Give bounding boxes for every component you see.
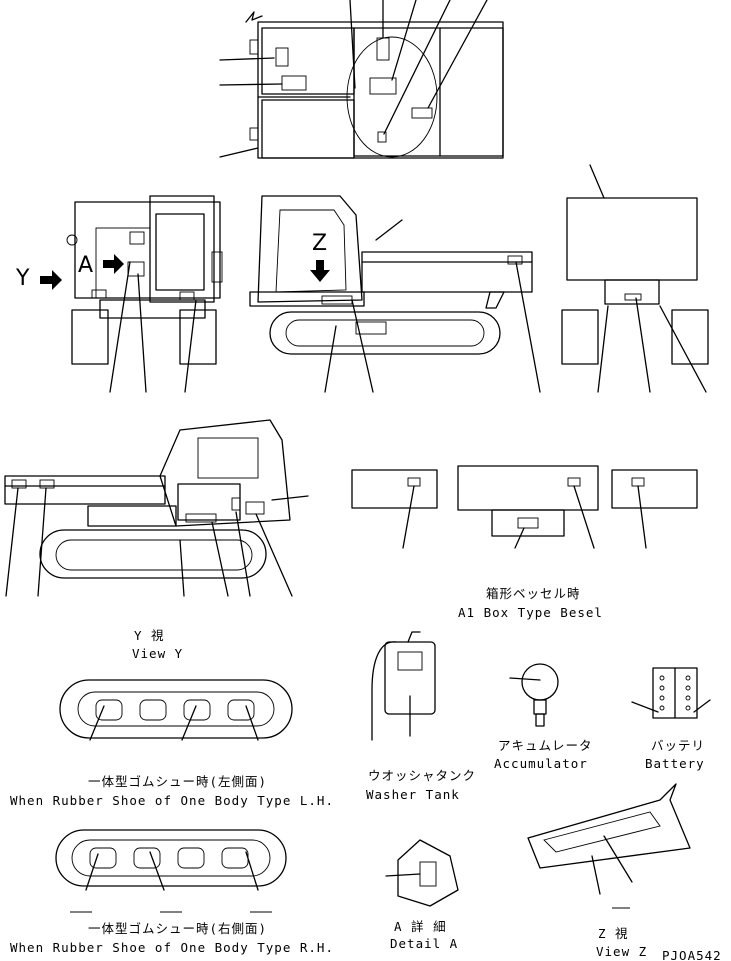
caption-rubber-lh-en: When Rubber Shoe of One Body Type L.H. xyxy=(10,793,334,808)
caption-washer-tank-jp: ウオッシャタンク xyxy=(368,768,476,783)
accumulator xyxy=(509,663,559,727)
caption-accumulator-en: Accumulator xyxy=(494,756,588,771)
caption-battery-en: Battery xyxy=(645,756,705,771)
marker-z: Z xyxy=(312,231,327,256)
caption-box-type-jp: 箱形ベッセル時 xyxy=(486,586,581,601)
caption-detail-a-en: Detail A xyxy=(390,936,458,951)
caption-view-y-en: View Y xyxy=(132,646,183,661)
caption-detail-a-jp: A 詳 細 xyxy=(394,919,447,934)
rear-view xyxy=(561,164,709,393)
marker-a: A xyxy=(78,253,93,278)
caption-view-z-en: View Z xyxy=(596,944,647,959)
drawing-id: PJOA542 xyxy=(662,948,722,961)
detail-a xyxy=(385,839,459,907)
box-type-vessel xyxy=(351,465,698,549)
battery xyxy=(631,667,711,719)
side-view-left: Z xyxy=(249,195,541,393)
caption-view-y-jp: Y 視 xyxy=(134,628,165,643)
captions: 箱形ベッセル時 A1 Box Type Besel Y 視 View Y ウオッ… xyxy=(10,586,722,961)
view-z xyxy=(527,783,691,909)
caption-accumulator-jp: アキュムレータ xyxy=(498,738,593,753)
front-view: Y A xyxy=(15,195,223,393)
caption-view-z-jp: Z 視 xyxy=(598,926,629,941)
caption-rubber-rh-jp: 一体型ゴムシュー時(右側面) xyxy=(88,921,267,936)
caption-washer-tank-en: Washer Tank xyxy=(366,787,460,802)
caption-rubber-rh-en: When Rubber Shoe of One Body Type R.H. xyxy=(10,940,334,955)
view-y-side xyxy=(4,419,309,597)
caption-box-type-en: A1 Box Type Besel xyxy=(458,605,603,620)
top-view xyxy=(219,0,504,159)
rubber-shoe-rh xyxy=(55,829,287,913)
caption-battery-jp: バッテリ xyxy=(651,738,705,753)
washer-tank xyxy=(371,631,436,741)
marker-y: Y xyxy=(15,266,30,291)
caption-rubber-lh-jp: 一体型ゴムシュー時(左側面) xyxy=(88,774,267,789)
rubber-shoe-lh xyxy=(59,679,293,741)
